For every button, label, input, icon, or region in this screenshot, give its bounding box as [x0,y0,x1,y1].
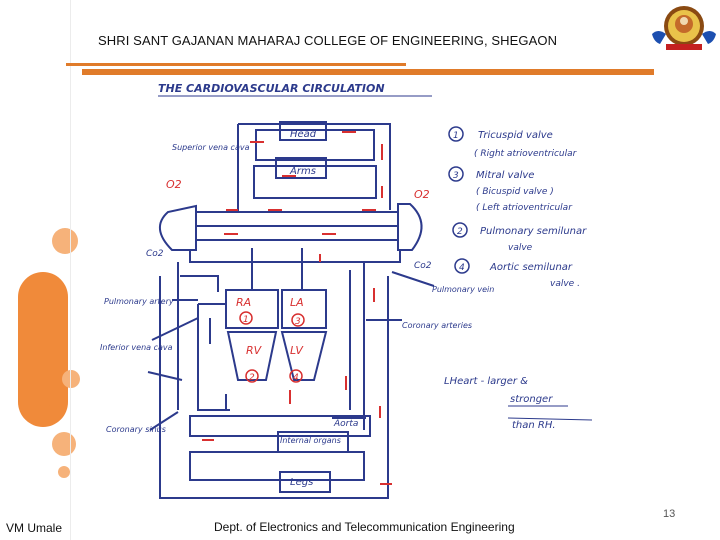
chamber-la: LA [290,296,304,309]
label-inferior-vena-cava: Inferior vena cava [100,343,173,352]
chamber-rv: RV [246,344,263,357]
organ-head: Head [290,129,317,140]
label-co2-left: Co2 [146,249,164,259]
decor-circle [58,466,70,478]
header-divider [82,69,654,75]
valve-1-marker [239,311,253,325]
heart-note: LHeart - larger & stronger than RH. [444,376,593,431]
valve-4: 4 [293,373,299,383]
footer-author: VM Umale [6,521,63,535]
cardiovascular-circulation-diagram: THE CARDIOVASCULAR CIRCULATION [100,82,593,499]
decor-circle [62,370,80,388]
svg-text:than RH.: than RH. [512,420,556,431]
svg-text:1: 1 [453,131,459,141]
label-co2-right: Co2 [414,261,432,271]
svg-text:Tricuspid valve: Tricuspid valve [478,130,553,141]
label-coronary-arteries: Coronary arteries [402,321,472,330]
valve-4-marker [289,369,303,383]
label-o2-left: O2 [166,178,182,191]
svg-text:3: 3 [453,171,459,181]
label-o2-right: O2 [414,188,430,201]
page-number: 13 [663,508,676,520]
svg-text:2: 2 [457,227,463,237]
decor-circle [52,432,76,456]
valve-2-marker [245,369,259,383]
svg-text:Mitral valve: Mitral valve [476,170,534,181]
footer-department: Dept. of Electronics and Telecommunicati… [214,520,515,534]
valve-1: 1 [243,315,249,325]
svg-text:( Left atrioventricular: ( Left atrioventricular [476,203,573,213]
college-logo [652,6,716,50]
label-superior-vena-cava: Superior vena cava [172,143,250,152]
svg-text:Aortic semilunar: Aortic semilunar [489,262,573,273]
svg-text:valve: valve [508,243,533,253]
chamber-ra: RA [236,296,251,309]
svg-text:4: 4 [459,263,465,273]
svg-text:valve .: valve . [550,279,580,289]
decor-circle [52,228,78,254]
chamber-lv: LV [290,344,304,357]
diagram-title: THE CARDIOVASCULAR CIRCULATION [158,82,385,95]
header-divider-top [66,63,406,66]
svg-text:Pulmonary semilunar: Pulmonary semilunar [480,226,587,237]
valve-3-marker [291,313,305,327]
label-pulmonary-vein: Pulmonary vein [432,285,494,294]
label-pulmonary-artery: Pulmonary artery [104,297,174,306]
organ-legs: Legs [290,477,313,488]
decor-line [70,0,71,540]
valve-legend: 1 Tricuspid valve ( Right atrioventricul… [448,126,587,289]
svg-text:( Bicuspid valve ): ( Bicuspid valve ) [476,187,554,197]
valve-2: 2 [249,373,255,383]
svg-text:stronger: stronger [510,394,553,405]
organ-arms: Arms [289,166,316,177]
label-aorta: Aorta [333,419,358,429]
college-title: SHRI SANT GAJANAN MAHARAJ COLLEGE OF ENG… [98,33,558,48]
label-coronary-sinus: Coronary sinus [106,425,166,434]
svg-text:LHeart - larger &: LHeart - larger & [444,376,528,387]
organ-internal: Internal organs [280,436,341,445]
svg-text:( Right atrioventricular: ( Right atrioventricular [474,149,578,159]
decor-circle [40,398,50,408]
valve-3: 3 [295,317,301,327]
